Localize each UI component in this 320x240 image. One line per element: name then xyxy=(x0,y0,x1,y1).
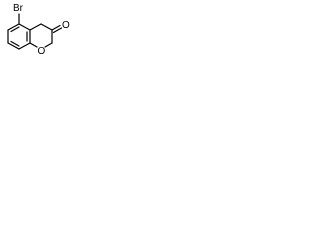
bond-c4a-c4 xyxy=(29,23,42,31)
bond-c8-c8a xyxy=(18,42,31,50)
ring-oxygen-label: O xyxy=(38,46,46,57)
carbonyl-oxygen-label: O xyxy=(62,20,70,31)
bromine-label: Br xyxy=(13,3,24,14)
bond-c7-c8 xyxy=(7,42,20,50)
bond-c2-o1 xyxy=(44,42,53,48)
carbonyl-bond-1 xyxy=(51,24,61,31)
molecule-structure: Br O O xyxy=(7,3,70,57)
bond-o1-c8a xyxy=(29,42,38,48)
bond-c4a-c5 xyxy=(18,23,31,31)
molecule-canvas: Br O O xyxy=(0,0,89,68)
bond-c4-c3 xyxy=(40,23,53,31)
double-bond-c7-c8 xyxy=(10,40,20,47)
double-bond-c5-c6 xyxy=(10,26,20,33)
bond-c5-c6 xyxy=(7,23,20,31)
carbonyl-bond-2 xyxy=(52,27,63,34)
